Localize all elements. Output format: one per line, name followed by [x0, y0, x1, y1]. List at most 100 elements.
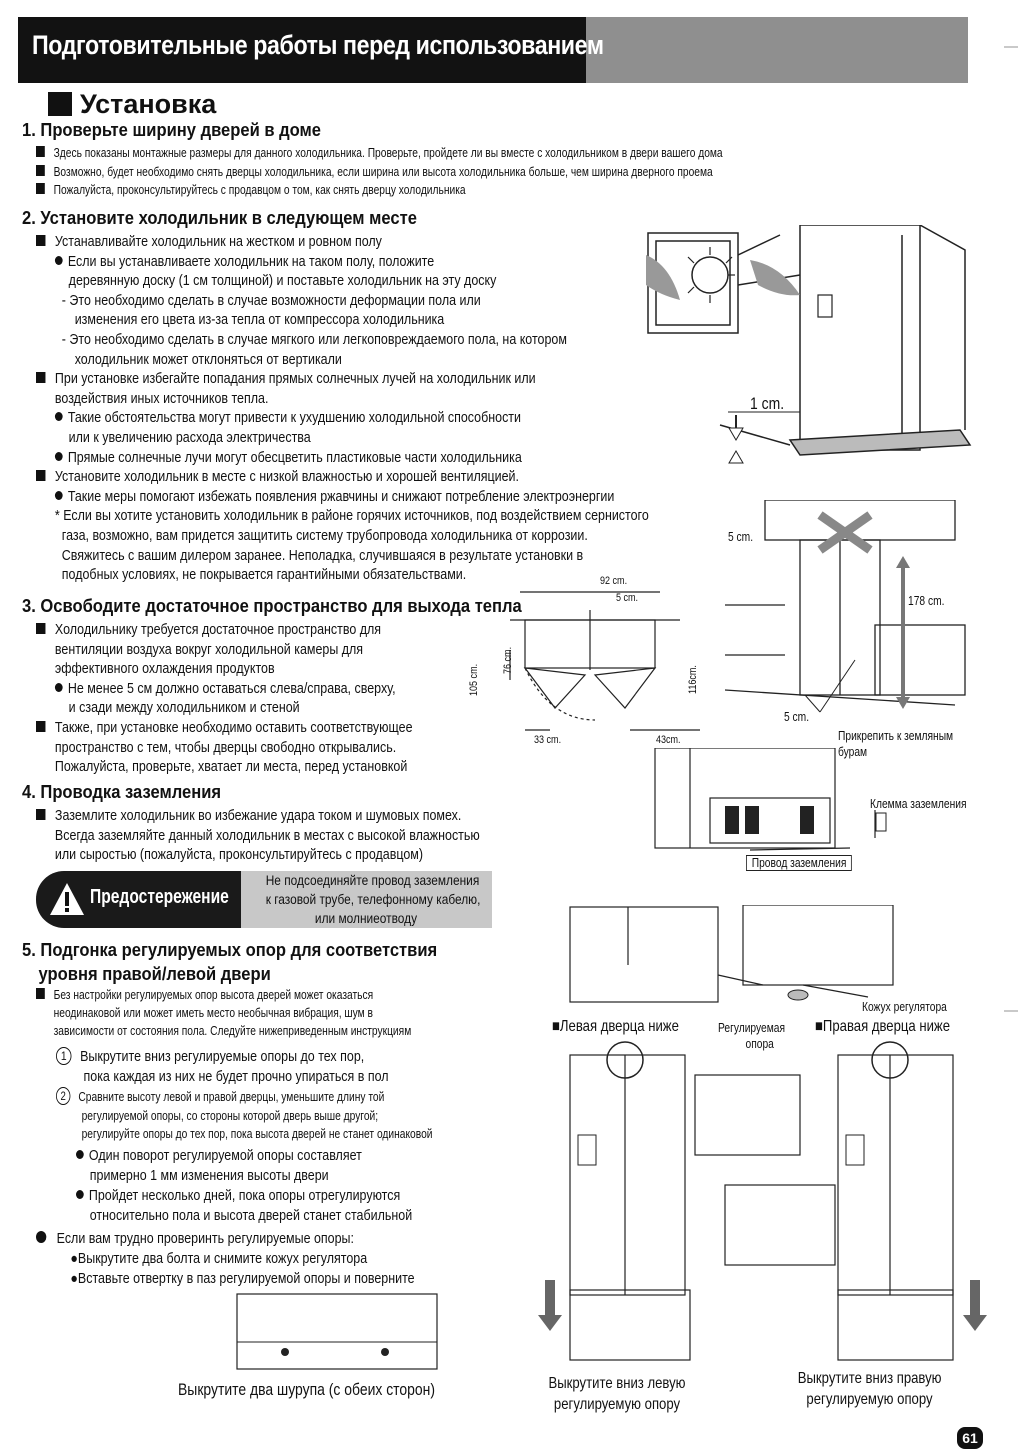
screws-figure [236, 1293, 438, 1370]
list-item: Если вам трудно проверинть регулируемые … [36, 1229, 415, 1249]
label-92cm: 92 cm. [600, 575, 628, 587]
text-line: холодильник может отклоняться от вертика… [74, 351, 342, 368]
dot-bullet-icon [54, 451, 63, 461]
text-line: газа, возможно, вам придется защитить си… [61, 527, 588, 544]
label-116cm: 116cm. [687, 665, 699, 694]
dot-bullet-icon [36, 1231, 47, 1243]
warning-triangle-icon [50, 883, 84, 915]
label-attach: Прикрепить к земляным бурам [838, 729, 954, 759]
text-line: - Это необходимо сделать в случае возмож… [61, 292, 481, 309]
text-line: и сзади между холодильником и стеной [68, 700, 300, 717]
list-item: Не менее 5 см должно оставаться слева/сп… [36, 680, 413, 700]
dot-bullet-icon [54, 490, 63, 500]
list-item: Без настройки регулируемых опор высота д… [36, 986, 411, 1004]
warning-label: Предостережение [90, 886, 229, 908]
caption-right: Выкрутите вниз правую регулируемую опору [797, 1370, 942, 1408]
label-5cm-w: 5 cm. [616, 592, 639, 604]
margin-mark [1004, 1010, 1018, 1012]
list-item: Холодильнику требуется достаточное прост… [36, 621, 413, 641]
list-item: Здесь показаны монтажные размеры для дан… [36, 144, 723, 163]
text-line: воздействия иных источников тепла. [54, 390, 269, 407]
list-item: Такие обстоятельства могут привести к ух… [36, 409, 649, 429]
text-line: относительно пола и высота дверей станет… [89, 1208, 413, 1224]
clearance-figure [725, 500, 966, 713]
text-line: Пожалуйста, проверьте, хватает ли места,… [54, 759, 408, 776]
text-line: пространство с тем, чтобы дверцы свободн… [54, 739, 397, 756]
page-number: 61 [957, 1427, 983, 1449]
s5-notes: Один поворот регулируемой опоры составля… [76, 1146, 412, 1226]
text-line: - Это необходимо сделать в случае мягког… [61, 331, 567, 348]
step-number-icon: 1 [56, 1047, 72, 1065]
square-bullet-icon [36, 809, 46, 820]
dot-bullet-icon [76, 1190, 84, 1199]
label-ground-wire: Провод заземления [746, 855, 853, 871]
label-regulator-cover: Кожух регулятора [862, 1000, 947, 1014]
step-number-icon: 2 [56, 1087, 71, 1105]
square-bullet-icon [36, 183, 45, 194]
label-178cm: 178 cm. [908, 594, 945, 608]
square-bullet-icon [36, 720, 46, 732]
list-item: Пожалуйста, проконсультируйтесь с продав… [36, 181, 723, 200]
label-left-door: ■Левая дверца ниже [552, 1018, 679, 1035]
list-item: Прямые солнечные лучи могут обесцветить … [36, 449, 649, 469]
text-line: или сыростью (пожалуйста, проконсультиру… [54, 847, 424, 864]
label-105cm: 105 cm. [468, 663, 480, 696]
s2-body: Устанавливайте холодильник на жестком и … [36, 233, 649, 586]
list-item: Заземлите холодильник во избежание удара… [36, 807, 480, 827]
square-bullet-icon [36, 470, 46, 482]
text-line: зависимости от состояния пола. Следуйте … [53, 1023, 412, 1039]
door-level-figure [538, 1041, 987, 1361]
caption-screws: Выкрутите два шурупа (с обеих сторон) [178, 1380, 436, 1399]
square-bullet-icon [36, 146, 45, 157]
list-item: Устанавливайте холодильник на жестком и … [36, 233, 649, 253]
top-view-figure [509, 591, 700, 731]
text-line: подобных условиях, не покрывается гарант… [61, 567, 467, 584]
square-bullet-icon [36, 164, 45, 176]
label-43cm: 43cm. [656, 734, 681, 746]
header-bar [18, 17, 586, 83]
dot-bullet-icon [54, 682, 63, 692]
caption-left: Выкрутите вниз левую регулируемую опору [548, 1375, 686, 1413]
regulator-figure [569, 905, 894, 1003]
label-5cm-bottom: 5 cm. [784, 710, 810, 724]
s1-title: 1. Проверьте ширину дверей в доме [22, 120, 322, 140]
square-bullet-icon [36, 623, 46, 634]
list-item: Также, при установке необходимо оставить… [36, 719, 413, 739]
dot-bullet-icon [76, 1150, 84, 1159]
text-line: неодинаковой или может иметь место необы… [53, 1005, 373, 1021]
text-line: * Если вы хотите установить холодильник … [54, 508, 649, 525]
dot-bullet-icon [54, 255, 63, 265]
text-line: регулируйте опоры до тех пор, пока высот… [81, 1126, 433, 1141]
s5-help: Если вам трудно проверинть регулируемые … [36, 1229, 415, 1289]
s5-intro: Без настройки регулируемых опор высота д… [36, 986, 411, 1041]
fridge-placement-figure [646, 225, 972, 464]
text-line: регулируемой опоры, со стороны которой д… [81, 1107, 379, 1123]
square-bullet-icon [36, 988, 45, 999]
text-line: ●Вставьте отвертку в паз регулируемой оп… [70, 1271, 415, 1287]
label-right-door: ■Правая дверца ниже [815, 1018, 950, 1035]
text-line: вентиляции воздуха вокруг холодильной ка… [54, 641, 364, 658]
s4-body: Заземлите холодильник во избежание удара… [36, 807, 480, 866]
text-line: изменения его цвета из-за тепла от компр… [74, 312, 445, 329]
section-title: Установка [48, 89, 216, 120]
section-title-text: Установка [80, 89, 217, 119]
list-item: Если вы устанавливаете холодильник на та… [36, 253, 649, 273]
warning-text: Не подсоединяйте провод заземления к газ… [248, 871, 484, 928]
text-line: Не подсоединяйте провод заземления [265, 872, 480, 888]
label-33cm: 33 cm. [534, 734, 562, 746]
text-line: Всегда заземляйте данный холодильник в м… [54, 827, 480, 844]
list-item: Пройдет несколько дней, пока опоры отрег… [76, 1186, 412, 1206]
text-line: к газовой трубе, телефонному кабелю, [265, 891, 481, 907]
list-item: Установите холодильник в месте с низкой … [36, 468, 649, 488]
label-5cm-top: 5 cm. [728, 530, 754, 544]
header-bar-gray [586, 17, 968, 83]
text-line: пока каждая из них не будет прочно упира… [83, 1068, 389, 1085]
grounding-figure [654, 748, 887, 851]
square-bullet-icon [48, 92, 72, 116]
text-line: ●Выкрутите два болта и снимите кожух рег… [70, 1251, 368, 1267]
label-76cm: 76 cm. [502, 646, 514, 674]
